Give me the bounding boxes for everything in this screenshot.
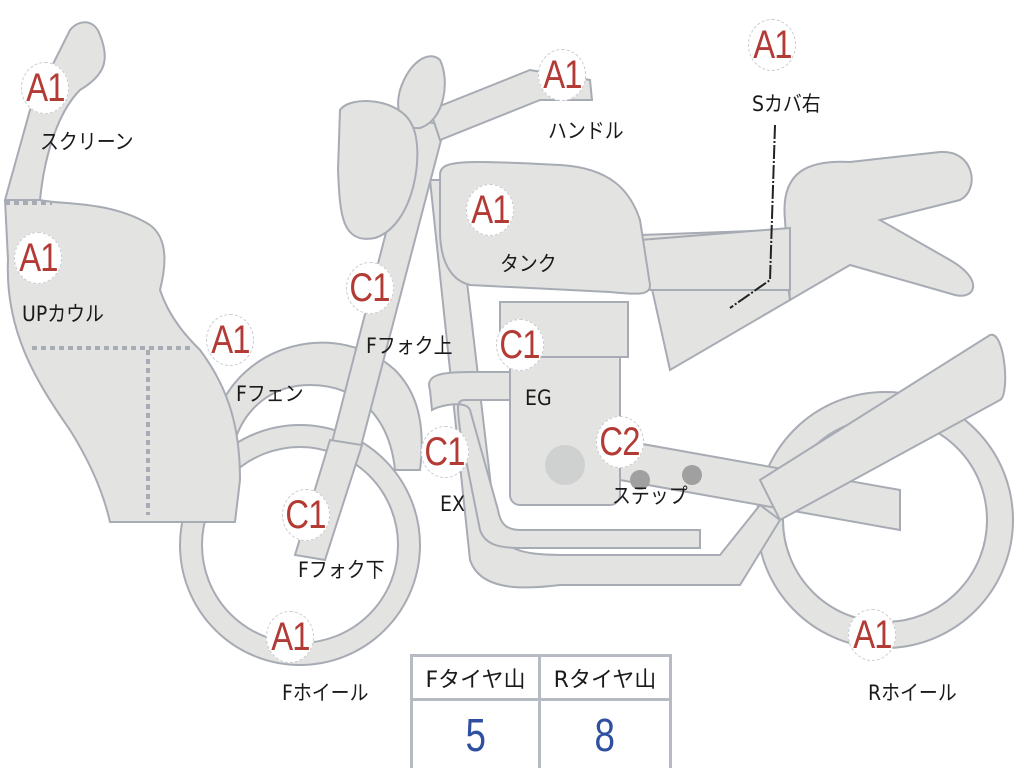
grade-badge-side-cover-right: A1 [748,19,796,71]
grade-badge-tank: A1 [466,184,514,236]
grade-badge-upper-cowl: A1 [14,232,62,284]
front-tread-value: 5 [413,701,541,768]
label-handlebar: ハンドル [548,119,624,143]
label-front-fender: Fフェン [236,382,304,406]
upper-cowl [3,199,242,523]
label-exhaust: EX [440,492,465,516]
grade-badge-engine: C1 [496,319,544,371]
mirror [336,100,419,240]
exhaust [428,371,701,549]
label-front-wheel: Fホイール [282,681,369,705]
grade-badge-fork-upper: C1 [346,262,394,314]
front-tread-header: Fタイヤ山 [413,657,541,701]
label-screen: スクリーン [40,130,134,154]
label-rear-wheel: Rホイール [868,681,957,705]
grade-badge-exhaust: C1 [421,426,469,478]
rear-tread-value: 8 [594,708,616,761]
label-engine: EG [525,386,552,410]
grade-badge-screen: A1 [21,62,69,114]
label-side-cover-right: Sカバ右 [752,92,821,116]
grade-badge-rear-wheel: A1 [848,609,896,661]
label-step: ステップ [612,484,688,508]
label-fork-lower: Fフォク下 [298,558,385,582]
grade-badge-step: C2 [596,416,644,468]
grade-badge-fork-lower: C1 [282,489,330,541]
label-upper-cowl: UPカウル [22,302,104,326]
grade-badge-front-wheel: A1 [266,611,314,663]
label-fork-upper: Fフォク上 [366,334,453,358]
seat [783,150,975,302]
rear-tread-header: Rタイヤ山 [541,657,669,701]
grade-badge-front-fender: A1 [206,314,254,366]
grade-badge-handlebar: A1 [538,49,586,101]
label-tank: タンク [500,252,557,276]
tire-tread-table: Fタイヤ山 Rタイヤ山 5 8 [410,654,672,768]
rear-shock [758,333,1007,522]
